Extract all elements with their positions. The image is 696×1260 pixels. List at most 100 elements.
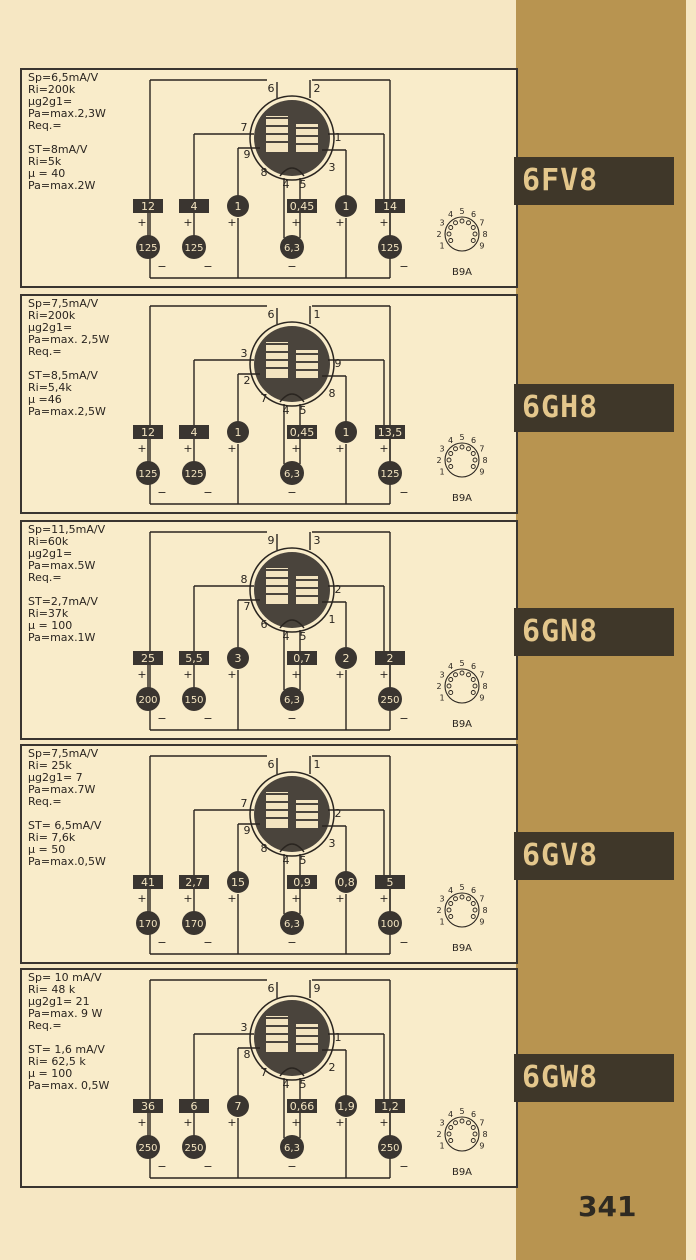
- minus-sign: −: [399, 486, 408, 499]
- supply-circle: [182, 1135, 206, 1159]
- value-box-label: 6: [191, 1100, 198, 1113]
- socket-pin: [466, 672, 471, 678]
- pin-number: 5: [300, 404, 307, 417]
- supply-label: 250: [138, 1143, 157, 1154]
- sidebar-band: [516, 0, 686, 1260]
- pin-number: 7: [244, 600, 251, 613]
- heater: [279, 393, 305, 403]
- pin-number: 4: [283, 854, 290, 867]
- pin-number: 1: [314, 308, 321, 321]
- plus-sign: +: [291, 216, 300, 229]
- socket-pin-number: 2: [436, 1130, 441, 1139]
- tube-electrodes-background: [254, 776, 330, 852]
- minus-sign: −: [399, 260, 408, 273]
- supply-circle: [280, 911, 304, 935]
- socket-pin-number: 6: [471, 662, 476, 671]
- socket-pin-number: 4: [448, 662, 453, 671]
- pin-number: 2: [244, 374, 251, 387]
- parameter-line: Sp=6,5mA/V: [28, 71, 99, 84]
- parameter-line: Ri= 25k: [28, 759, 72, 772]
- socket-base-label: B9A: [452, 267, 472, 278]
- pin-number: 2: [329, 1061, 336, 1074]
- plus-sign: +: [183, 892, 192, 905]
- heater: [279, 619, 305, 629]
- socket-pin: [448, 901, 454, 906]
- value-circle: [335, 195, 357, 217]
- socket-pin-number: 8: [482, 456, 487, 465]
- pin-number: 7: [241, 121, 248, 134]
- socket-pin-number: 4: [448, 886, 453, 895]
- value-circle-label: 2: [343, 652, 350, 665]
- socket-pin-number: 7: [479, 445, 484, 454]
- socket-pin: [448, 1138, 454, 1143]
- parameter-line: Sp= 10 mA/V: [28, 971, 102, 984]
- pin-number: 5: [300, 1078, 307, 1091]
- plus-sign: +: [291, 668, 300, 681]
- socket-pin-number: 3: [440, 1119, 445, 1128]
- value-box-label: 0,9: [293, 876, 311, 889]
- pin-number: 1: [335, 131, 342, 144]
- value-box-label: 12: [141, 426, 155, 439]
- socket-pin: [470, 1138, 476, 1143]
- pin-number: 9: [268, 534, 275, 547]
- socket-pin: [453, 220, 458, 226]
- value-box: [375, 651, 405, 665]
- value-box-label: 2,7: [185, 876, 203, 889]
- socket-pin: [448, 451, 454, 456]
- supply-circle: [136, 911, 160, 935]
- plus-sign: +: [379, 1116, 388, 1129]
- minus-sign: −: [203, 712, 212, 725]
- pin-number: 3: [241, 347, 248, 360]
- pin-number: 3: [329, 161, 336, 174]
- value-circle-label: 15: [231, 876, 245, 889]
- socket-pin: [448, 1125, 454, 1130]
- parameter-line: Pa=max. 2,5W: [28, 333, 110, 346]
- pin-number: 3: [314, 534, 321, 547]
- value-box-label: 5: [387, 876, 394, 889]
- minus-sign: −: [203, 260, 212, 273]
- supply-circle: [378, 235, 402, 259]
- heater: [279, 1067, 305, 1077]
- value-box: [375, 1099, 405, 1113]
- socket-pin: [466, 220, 471, 226]
- plus-sign: +: [291, 442, 300, 455]
- minus-sign: −: [287, 260, 296, 273]
- plus-sign: +: [137, 442, 146, 455]
- supply-label: 150: [184, 695, 203, 706]
- value-box: [375, 425, 405, 439]
- supply-label: 6,3: [284, 243, 300, 254]
- supply-label: 125: [184, 469, 203, 480]
- minus-sign: −: [287, 936, 296, 949]
- parameter-line: ST=8mA/V: [28, 143, 88, 156]
- pin-number: 9: [244, 824, 251, 837]
- socket-pin-number: 2: [436, 682, 441, 691]
- tube-electrodes-background: [254, 100, 330, 176]
- pin-number: 4: [283, 630, 290, 643]
- parameter-line: Pa=max.2W: [28, 179, 96, 192]
- socket-pin-number: 8: [482, 1130, 487, 1139]
- parameter-line: ST=8,5mA/V: [28, 369, 98, 382]
- minus-sign: −: [399, 936, 408, 949]
- parameter-line: Pa=max.5W: [28, 559, 96, 572]
- parameter-line: µ = 50: [28, 843, 66, 856]
- socket-pin: [472, 457, 478, 463]
- value-box-label: 5,5: [185, 652, 203, 665]
- socket-pin-number: 9: [479, 694, 484, 703]
- socket-pin-number: 8: [482, 682, 487, 691]
- pin-number: 9: [244, 148, 251, 161]
- plus-sign: +: [335, 668, 344, 681]
- value-box: [179, 425, 209, 439]
- value-box: [179, 875, 209, 889]
- socket-pin: [470, 464, 476, 469]
- pin-number: 3: [241, 1021, 248, 1034]
- pin-number: 2: [335, 583, 342, 596]
- value-circle: [227, 871, 249, 893]
- socket-pin-number: 3: [440, 219, 445, 228]
- parameter-line: Ri=37k: [28, 607, 69, 620]
- parameter-line: Pa=max.2,5W: [28, 405, 106, 418]
- plus-sign: +: [379, 442, 388, 455]
- supply-label: 250: [184, 1143, 203, 1154]
- socket-pin-number: 3: [440, 445, 445, 454]
